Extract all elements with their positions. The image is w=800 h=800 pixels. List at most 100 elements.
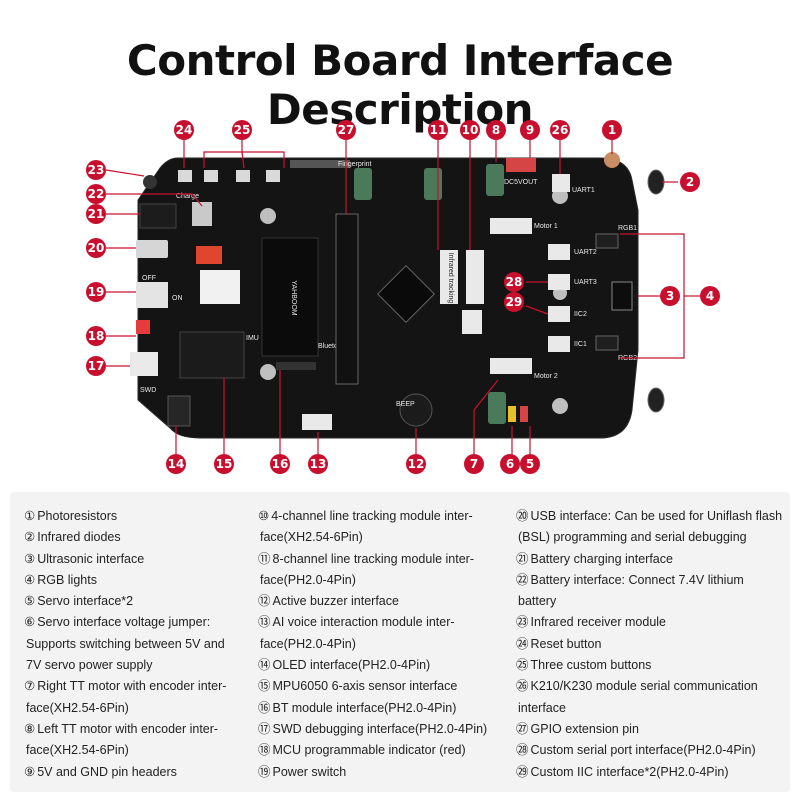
reset-button[interactable] xyxy=(178,170,192,182)
5v-gnd-header xyxy=(506,158,536,172)
legend-number: ⑲ xyxy=(258,764,271,779)
ir-diode xyxy=(647,387,665,413)
svg-text:3: 3 xyxy=(666,289,674,303)
legend-text: face(XH2.54-6Pin) xyxy=(260,530,363,545)
rgb-light xyxy=(595,335,619,351)
4ch-tracking-connector xyxy=(466,250,484,304)
legend-text: Servo interface*2 xyxy=(37,594,134,609)
legend-number: ㉘ xyxy=(516,743,529,758)
legend-text: Battery charging interface xyxy=(530,551,673,566)
svg-text:18: 18 xyxy=(88,329,105,343)
legend-number: ⑩ xyxy=(258,509,270,523)
legend-item: face(XH2.54-6Pin) xyxy=(258,527,520,548)
legend-text: face(XH2.54-6Pin) xyxy=(26,743,129,758)
legend-number: ⑮ xyxy=(258,679,271,694)
legend-number: ⑰ xyxy=(258,721,271,736)
legend-text: battery xyxy=(518,594,557,609)
callout-4: 4 xyxy=(700,286,720,306)
custom-button[interactable] xyxy=(266,170,280,182)
silk-uart2: UART2 xyxy=(574,249,597,256)
callout-6: 6 xyxy=(500,454,520,474)
voice-connector xyxy=(302,414,332,430)
silk-uart3: UART3 xyxy=(574,279,597,286)
legend-text: face(PH2.0-4Pin) xyxy=(260,572,356,587)
legend-number: ⑥ xyxy=(24,615,36,630)
callout-10: 10 xyxy=(460,120,480,140)
white-pad xyxy=(200,270,240,304)
custom-button[interactable] xyxy=(236,170,250,182)
legend-text: GPIO extension pin xyxy=(530,721,639,736)
mount-hole xyxy=(260,208,276,224)
legend-text: RGB lights xyxy=(37,572,97,587)
rgb-light xyxy=(595,233,619,249)
callout-26: 26 xyxy=(550,120,570,140)
legend-number: ㉙ xyxy=(516,764,529,779)
custom-button[interactable] xyxy=(204,170,218,182)
oled-header xyxy=(167,395,191,427)
silk-motor2: Motor 2 xyxy=(534,373,558,380)
callout-5: 5 xyxy=(520,454,540,474)
callout-22: 22 xyxy=(86,184,106,204)
legend-item: face(XH2.54-6Pin) xyxy=(24,698,259,719)
legend-text: MCU programmable indicator (red) xyxy=(272,743,466,758)
silk-infrared-tracking: Infrared tracking xyxy=(447,253,454,304)
callout-15: 15 xyxy=(214,454,234,474)
core-module xyxy=(261,237,319,357)
callout-18: 18 xyxy=(86,326,106,346)
svg-text:9: 9 xyxy=(526,123,534,137)
callout-16: 16 xyxy=(270,454,290,474)
svg-text:12: 12 xyxy=(408,457,425,471)
gpio-extension-pins xyxy=(335,213,359,385)
silk-motor1: Motor 1 xyxy=(534,223,558,230)
callout-19: 19 xyxy=(86,282,106,302)
silk-iic2: IIC2 xyxy=(574,311,587,318)
legend-text: (BSL) programming and serial debugging xyxy=(518,530,747,545)
legend-text: Servo interface voltage jumper: xyxy=(37,615,211,630)
legend-text: USB interface: Can be used for Uniflash … xyxy=(530,509,783,523)
ir-receiver xyxy=(143,175,157,189)
legend-number: ② xyxy=(24,530,36,545)
mcu-chip xyxy=(377,265,435,323)
callout-7: 7 xyxy=(464,454,484,474)
callout-2: 2 xyxy=(680,172,700,192)
legend-text: Infrared receiver module xyxy=(530,615,666,630)
silk-beep: BEEP xyxy=(396,401,415,408)
power-switch[interactable] xyxy=(136,282,168,308)
capacitor xyxy=(354,168,372,200)
legend-item: face(PH2.0-4Pin) xyxy=(258,634,520,655)
callout-8: 8 xyxy=(486,120,506,140)
legend-number: ㉓ xyxy=(516,615,529,630)
legend-item: 7V servo power supply xyxy=(24,655,259,676)
legend-number: ⑨ xyxy=(24,764,36,779)
svg-text:16: 16 xyxy=(272,457,289,471)
silk-yahboom: YAHBOOM xyxy=(290,280,297,315)
svg-text:11: 11 xyxy=(430,123,447,137)
legend-item: (BSL) programming and serial debugging xyxy=(516,527,788,548)
svg-text:15: 15 xyxy=(216,457,233,471)
swd-connector xyxy=(130,352,158,376)
callout-20: 20 xyxy=(86,238,106,258)
callout-21: 21 xyxy=(86,204,106,224)
legend-text: Power switch xyxy=(272,764,347,779)
svg-text:4: 4 xyxy=(706,289,714,303)
silk-swd: SWD xyxy=(140,387,156,394)
usb-port[interactable] xyxy=(136,240,168,258)
callout-1: 1 xyxy=(602,120,622,140)
motor-2-connector xyxy=(490,358,532,374)
callout-17: 17 xyxy=(86,356,106,376)
